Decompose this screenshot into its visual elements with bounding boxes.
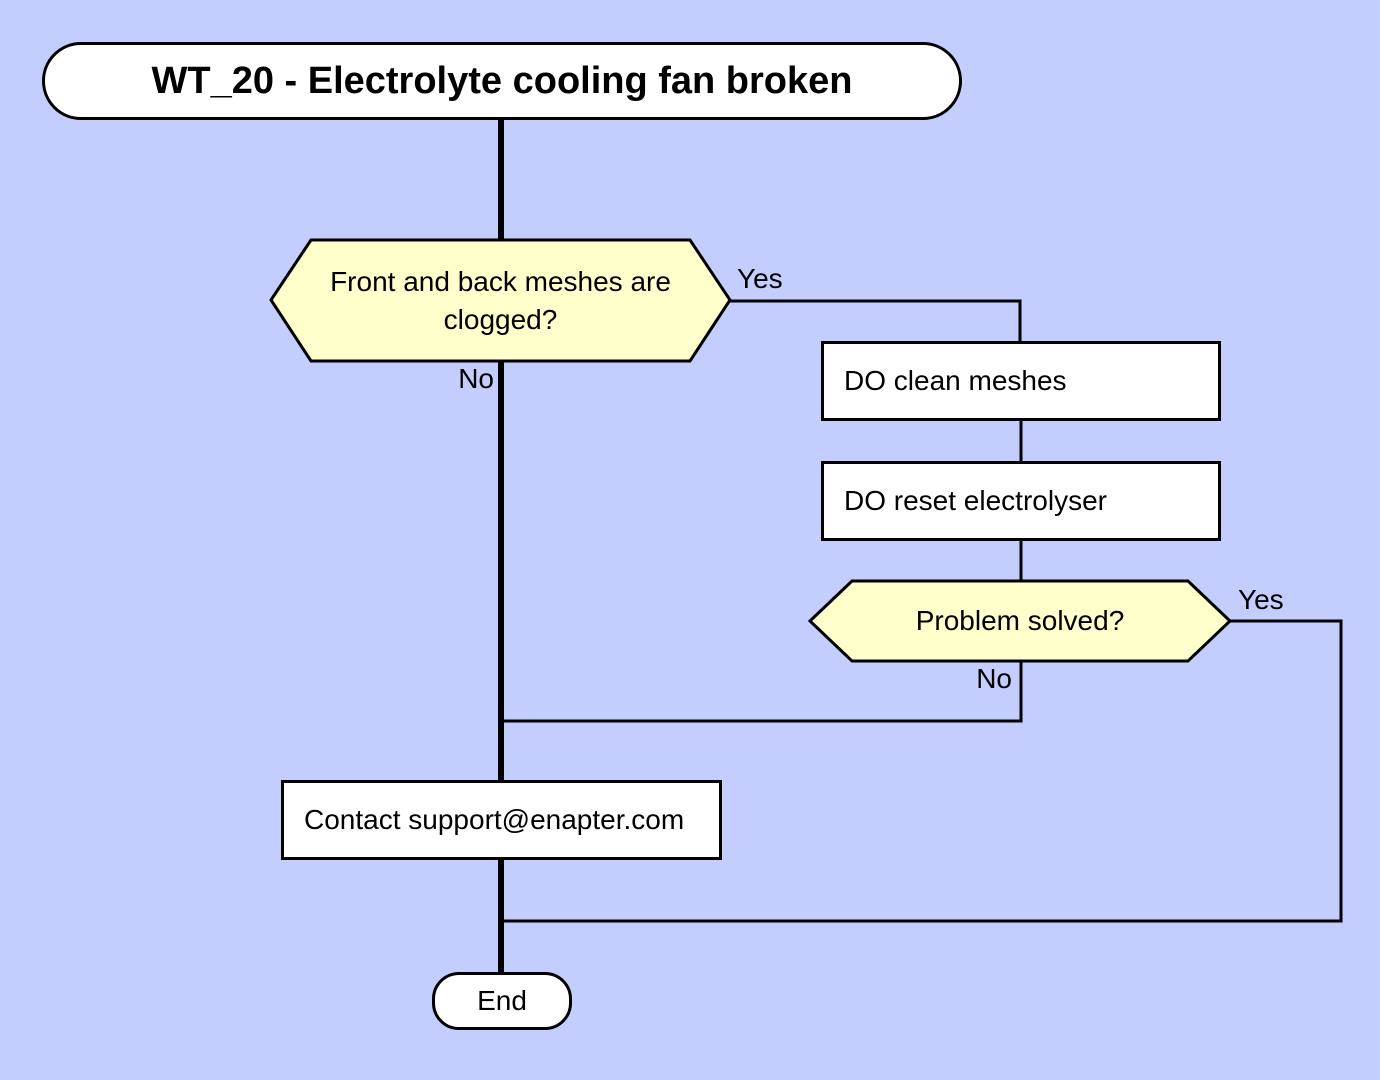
edge-meshes-yes	[730, 299, 1022, 341]
end-node: End	[432, 972, 572, 1030]
edge-label-solved-no: No	[976, 663, 1012, 694]
edge-label-meshes-no: No	[458, 363, 494, 394]
decision-solved-hexagon	[807, 579, 1233, 663]
edge-solved-yes	[500, 619, 1343, 923]
process-reset-electrolyser: DO reset electrolyser	[821, 461, 1221, 541]
title-node: WT_20 - Electrolyte cooling fan broken	[42, 42, 962, 120]
edge-label-meshes-yes: Yes	[737, 263, 783, 294]
decision-meshes-hexagon	[269, 238, 732, 363]
edge-solved-no	[500, 660, 1023, 723]
decision-meshes-label: Front and back meshes are clogged?	[330, 265, 671, 335]
decision-solved-label: Problem solved?	[915, 605, 1125, 636]
process-clean-meshes: DO clean meshes	[821, 341, 1221, 421]
process-contact-support: Contact support@enapter.com	[281, 780, 722, 860]
edge-label-solved-yes: Yes	[1238, 584, 1284, 615]
